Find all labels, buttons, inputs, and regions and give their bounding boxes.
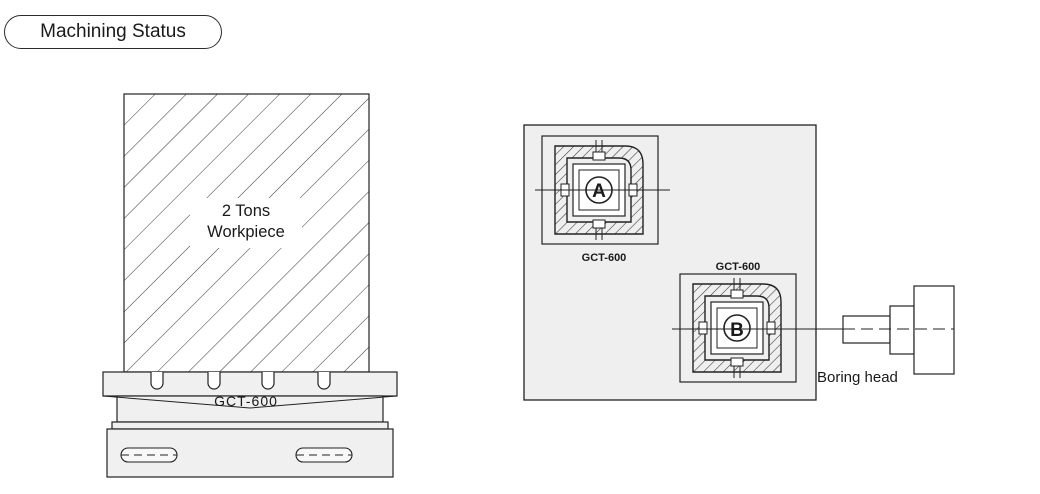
table-label-side: GCT-600 — [214, 393, 278, 409]
side-view: 2 Tons Workpiece GCT-600 — [102, 93, 398, 478]
marker-a: A — [592, 181, 606, 202]
top-view: A GCT-600 GCT-600 B Boring head — [523, 124, 955, 401]
workpiece-label-line2: Workpiece — [207, 223, 285, 241]
workpiece-label-line1: 2 Tons — [222, 202, 270, 220]
table-b-label: GCT-600 — [716, 261, 761, 273]
t-slots — [150, 372, 331, 390]
page-title: Machining Status — [4, 15, 222, 49]
boring-head-label: Boring head — [817, 369, 898, 386]
table-top-plate — [102, 371, 398, 397]
boring-head — [842, 285, 955, 375]
marker-b: B — [730, 320, 744, 341]
table-a-label: GCT-600 — [582, 252, 627, 264]
